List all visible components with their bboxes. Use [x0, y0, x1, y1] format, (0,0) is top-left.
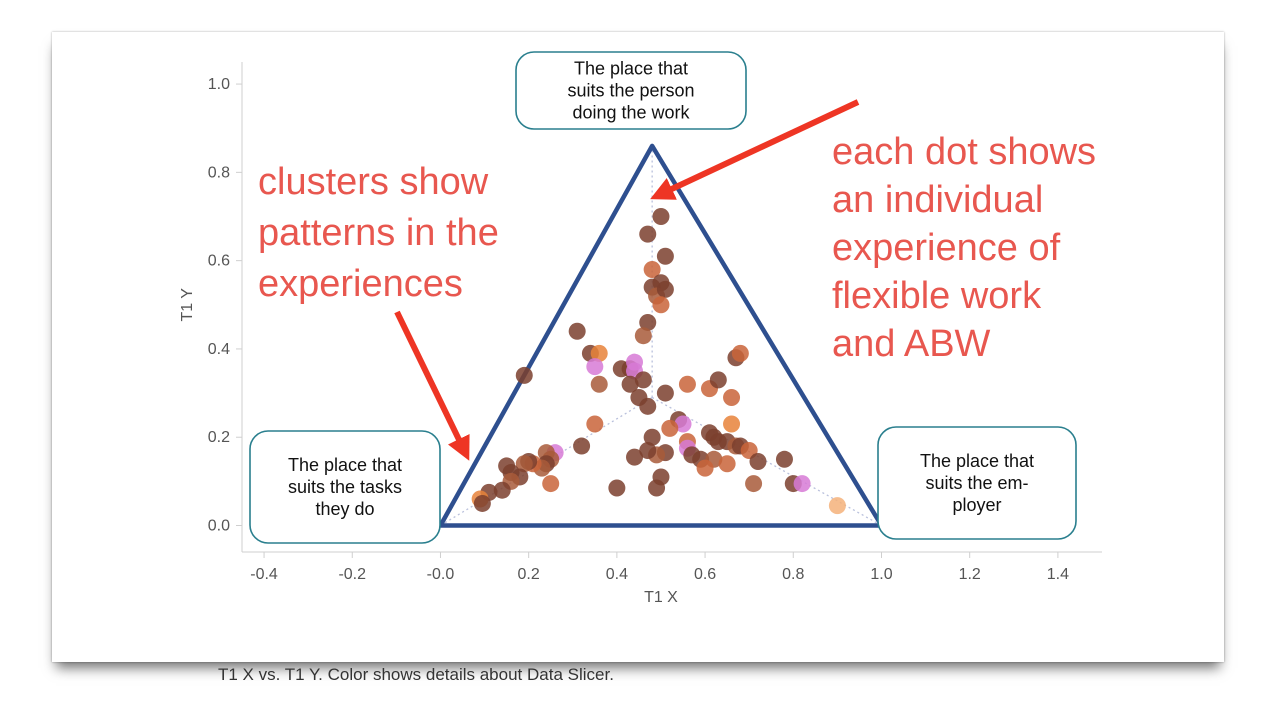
data-point: [639, 313, 657, 331]
data-point: [590, 344, 608, 362]
data-point: [586, 358, 604, 376]
data-point: [661, 419, 679, 437]
annotations: clusters show patterns in the experiences e…: [258, 99, 1096, 461]
x-tick-label: -0.4: [250, 566, 278, 583]
x-tick-label: 1.0: [870, 566, 892, 583]
data-point: [639, 225, 657, 243]
arrow-to-dot: [650, 99, 860, 200]
data-point: [639, 397, 657, 415]
data-point: [648, 479, 666, 497]
callout-text: suits the tasks: [288, 477, 402, 497]
data-point: [515, 366, 533, 384]
x-tick-label: 1.2: [959, 566, 981, 583]
annotation-text: patterns in the: [258, 212, 499, 254]
triangle-outline: [438, 143, 884, 528]
data-point: [634, 371, 652, 389]
scatter-plot: 0.0 0.2 0.4 0.6 0.8 1.0 -0.4 -0.2 -0.0 0.2 0.4 0.6 0…: [179, 51, 1102, 606]
callout-text: doing the work: [572, 103, 690, 123]
data-point: [586, 415, 604, 433]
callout-text: The place that: [920, 451, 1034, 471]
data-point: [643, 428, 661, 446]
y-tick-label: 0.2: [208, 429, 230, 446]
data-point: [723, 388, 741, 406]
data-point: [542, 475, 560, 493]
data-point: [745, 475, 763, 493]
x-tick-label: 0.4: [606, 566, 628, 583]
annotation-text: and ABW: [832, 323, 991, 365]
data-point: [621, 375, 639, 393]
data-point: [828, 497, 846, 515]
axes: 0.0 0.2 0.4 0.6 0.8 1.0 -0.4 -0.2 -0.0 0.2 0.4 0.6 0…: [179, 62, 1102, 606]
y-tick-label: 0.8: [208, 164, 230, 181]
data-point: [652, 208, 670, 226]
annotation-text: experiences: [258, 263, 463, 305]
data-point: [493, 481, 511, 499]
data-point: [656, 384, 674, 402]
data-point: [775, 450, 793, 468]
annotation-text: flexible work: [832, 275, 1042, 317]
x-tick-label: 0.8: [782, 566, 804, 583]
callout-text: The place that: [288, 455, 402, 475]
callout-box: [249, 430, 441, 544]
data-point: [674, 415, 692, 433]
y-tick-label: 0.4: [208, 341, 230, 358]
data-point: [590, 375, 608, 393]
data-point: [473, 494, 491, 512]
annotation-text: an individual: [832, 179, 1043, 221]
callout-text: they do: [315, 499, 374, 519]
chart-caption: T1 X vs. T1 Y. Color shows details about…: [218, 665, 614, 684]
annotation-text: each dot shows: [832, 131, 1096, 173]
chart-card: 0.0 0.2 0.4 0.6 0.8 1.0 -0.4 -0.2 -0.0 0.2 0.4 0.6 0…: [52, 32, 1224, 684]
x-tick-label: 1.4: [1047, 566, 1069, 583]
data-point: [656, 280, 674, 298]
callout-text: suits the em-: [925, 473, 1028, 493]
data-point: [696, 459, 714, 477]
x-tick-label: -0.2: [338, 566, 366, 583]
x-axis-title: T1 X: [644, 589, 678, 606]
x-tick-label: 0.6: [694, 566, 716, 583]
data-point: [608, 479, 626, 497]
data-point: [652, 296, 670, 314]
x-tick-label: 0.2: [518, 566, 540, 583]
data-point: [626, 448, 644, 466]
x-tick-label: -0.0: [427, 566, 455, 583]
annotation-1: clusters show patterns in the experiences: [258, 161, 499, 305]
annotation-2: each dot shows an individual experience of…: [832, 131, 1096, 365]
y-tick-label: 0.0: [208, 518, 230, 535]
triangle-spoke: [651, 396, 882, 527]
data-point: [643, 260, 661, 278]
data-point: [678, 375, 696, 393]
data-point: [731, 344, 749, 362]
data-point: [656, 247, 674, 265]
data-point: [793, 475, 811, 493]
data-point: [498, 457, 516, 475]
data-point: [639, 441, 657, 459]
callout-text: The place that: [574, 59, 688, 79]
y-tick-label: 0.6: [208, 253, 230, 270]
data-point: [568, 322, 586, 340]
arrow-to-cluster: [394, 310, 470, 461]
data-point: [709, 371, 727, 389]
data-point: [718, 455, 736, 473]
annotation-text: experience of: [832, 227, 1061, 269]
callout-text: ployer: [952, 495, 1001, 515]
data-point: [573, 437, 591, 455]
data-point: [515, 455, 533, 473]
callout-box: [515, 51, 747, 130]
y-axis-title: T1 Y: [179, 288, 196, 322]
data-point: [749, 453, 767, 471]
data-point: [723, 415, 741, 433]
callout-text: suits the person: [567, 81, 694, 101]
y-tick-label: 1.0: [208, 76, 230, 93]
annotation-text: clusters show: [258, 161, 489, 203]
callout-box: [877, 426, 1077, 540]
data-points: [471, 208, 846, 515]
data-point: [634, 327, 652, 345]
